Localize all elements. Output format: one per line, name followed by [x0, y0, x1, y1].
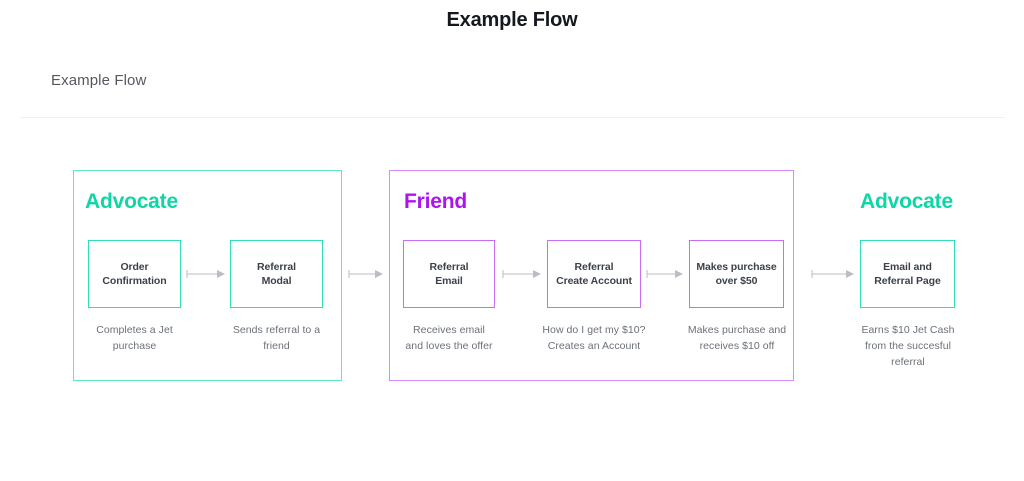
- arrow-right-icon: [348, 268, 384, 280]
- page-title: Example Flow: [446, 9, 578, 31]
- step-caption-referral-create-account: How do I get my $10?Creates an Account: [542, 324, 646, 352]
- group-title-advocate-right: Advocate: [860, 190, 953, 213]
- arrow-right-icon: [811, 268, 855, 280]
- arrow-right-icon: [186, 268, 226, 280]
- group-title-advocate-left: Advocate: [85, 190, 178, 213]
- group-title-friend: Friend: [404, 190, 467, 213]
- arrow-right-icon: [502, 268, 542, 280]
- flow-subtitle: Example Flow: [51, 72, 147, 89]
- header-divider: [20, 117, 1005, 118]
- arrow-right-icon: [646, 268, 684, 280]
